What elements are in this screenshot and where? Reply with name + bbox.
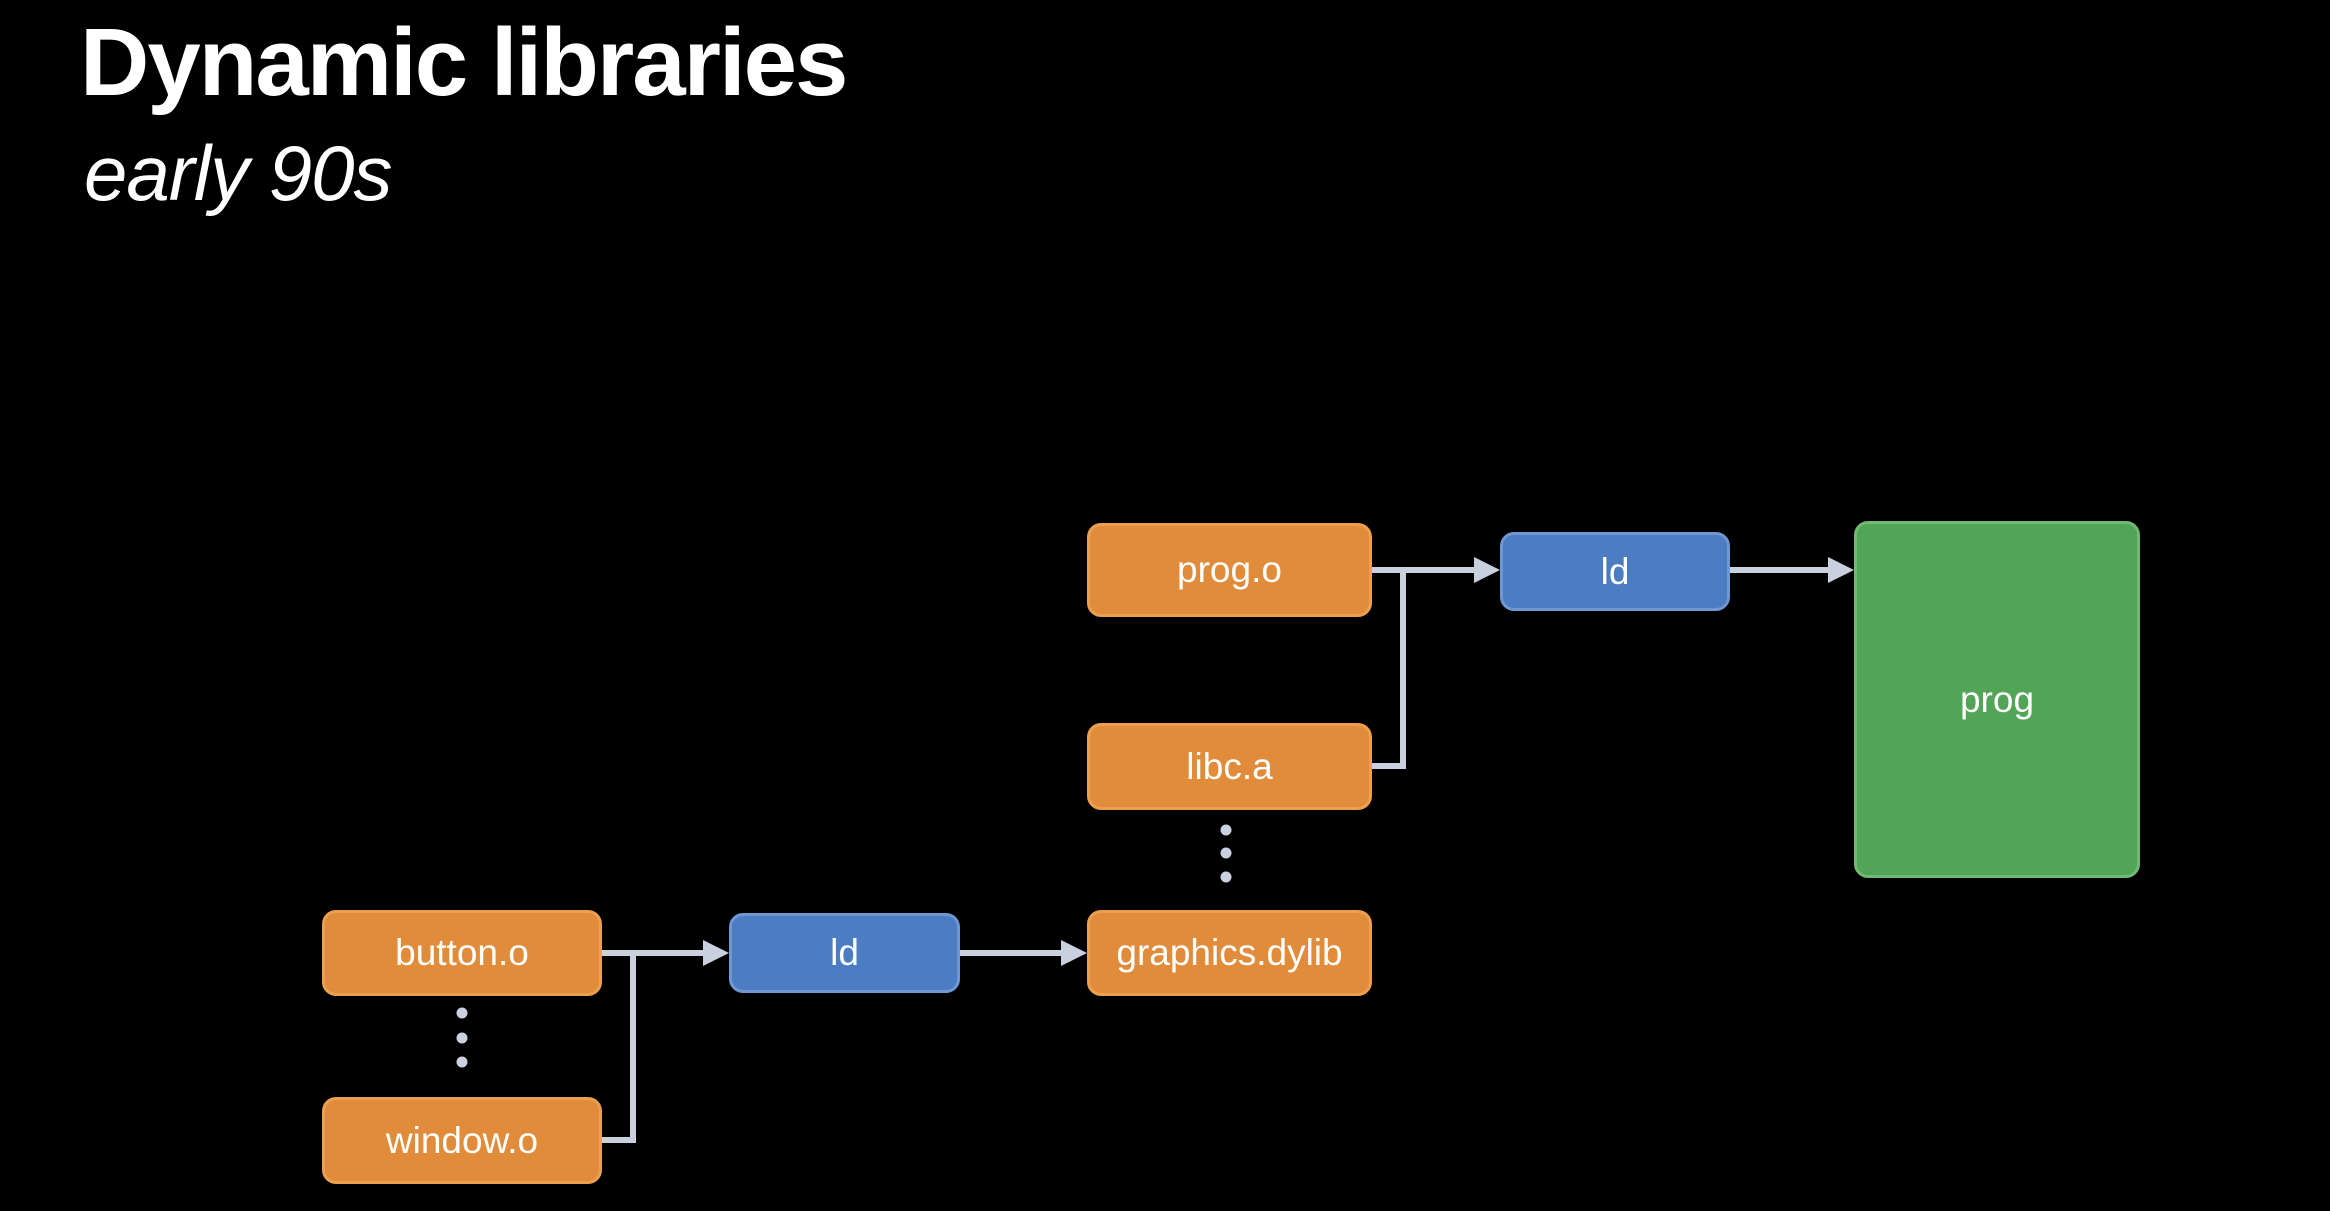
node-prog-label: prog [1959,678,2035,720]
node-libc-a-label: libc.a [1186,745,1273,787]
node-window-o-label: window.o [385,1119,539,1161]
edge-button-o-to-ld-arrowhead-icon [703,940,729,966]
slide-subtitle: early 90s [84,129,392,217]
node-prog-o: prog.o [1087,523,1372,617]
node-ld-top-label: ld [1600,550,1630,592]
edge-window-o-elbow [602,953,636,1143]
ellipsis-bottom-icon [456,1007,468,1068]
ellipsis-dot [456,1007,468,1019]
ellipsis-dot [1220,824,1232,836]
node-graphics-dylib: graphics.dylib [1087,910,1372,996]
ellipsis-dot [456,1056,468,1068]
ellipsis-top-icon [1220,824,1232,883]
ellipsis-dot [1220,847,1232,859]
edge-ld-to-prog-arrowhead-icon [1828,557,1854,583]
node-prog: prog [1854,521,2140,878]
edge-prog-o-to-ld-arrowhead-icon [1474,557,1500,583]
node-ld-bottom: ld [729,913,960,993]
ellipsis-dot [1220,871,1232,883]
node-prog-o-label: prog.o [1177,549,1282,590]
node-window-o: window.o [322,1097,602,1184]
edge-libc-a-elbow [1372,570,1406,769]
node-ld-bottom-label: ld [830,932,859,973]
edge-ld-to-graphics-dylib-arrowhead-icon [1061,940,1087,966]
ellipsis-dot [456,1032,468,1044]
node-graphics-dylib-label: graphics.dylib [1116,932,1343,973]
node-libc-a: libc.a [1087,723,1372,810]
slide-title: Dynamic libraries [80,9,848,116]
node-button-o-label: button.o [395,932,529,973]
node-button-o: button.o [322,910,602,996]
node-ld-top: ld [1500,532,1730,611]
